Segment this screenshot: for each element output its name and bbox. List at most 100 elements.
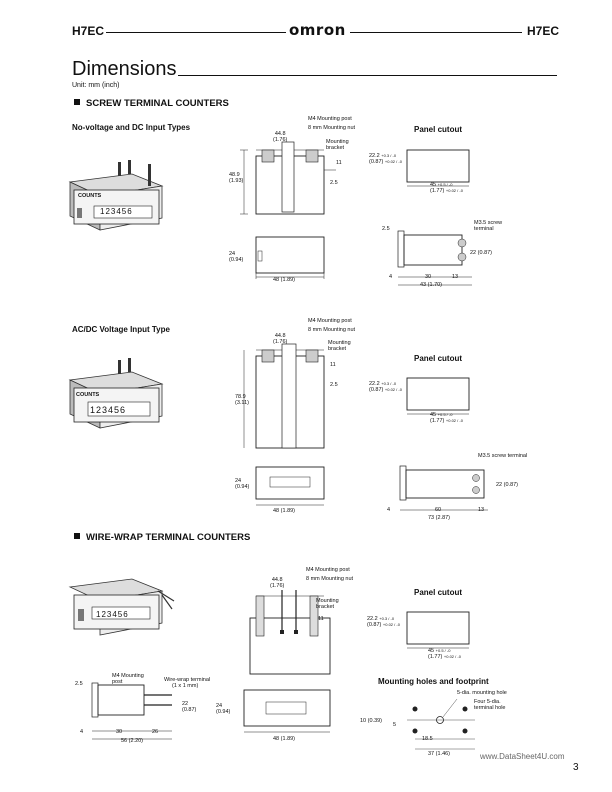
nut-label-1: 8 mm Mounting nut <box>308 125 356 131</box>
panel-cutout-drawing-1 <box>406 149 470 187</box>
screw-label-2: M3.5 screw terminal <box>478 453 528 459</box>
bracket-label-3: Mounting bracket <box>316 598 339 611</box>
width-dim-2: 44.8(1.76) <box>273 333 288 346</box>
bullet-icon <box>74 99 80 105</box>
watermark: www.DataSheet4U.com <box>480 752 565 761</box>
side-22-dim-1: 22 (0.87) <box>470 250 493 256</box>
front-height-dim-1: 24(0.94) <box>229 251 244 264</box>
side-56-dim-3: 56 (2.20) <box>121 738 144 744</box>
post-label-1: M4 Mounting post <box>308 116 352 122</box>
cutout-width-dim-1: 45 +0.5 / -0(1.77) +0.02 / -0 <box>430 182 463 195</box>
d25-dim-1: 2.5 <box>330 180 338 186</box>
device-display-3: 123456 <box>96 610 129 619</box>
screw-label-1: M3.5 screw terminal <box>474 220 503 233</box>
post-label-2: M4 Mounting post <box>308 318 352 324</box>
panel-cutout-drawing-2 <box>406 377 470 415</box>
cutout-height-dim-1: 22.2 +0.3 / -0(0.87) +0.02 / -0 <box>369 153 402 166</box>
omron-logo: omron <box>289 21 346 39</box>
top-view-drawing-1 <box>240 141 336 215</box>
height-dim-2: 78.9(3.11) <box>235 394 249 407</box>
header-rule-right <box>350 32 522 33</box>
d25-dim-2: 2.5 <box>330 382 338 388</box>
front-height-dim-2: 24(0.94) <box>235 478 250 491</box>
d11-dim-1: 11 <box>336 160 342 166</box>
front-view-drawing-2 <box>255 466 325 506</box>
panel-cutout-title-1: Panel cutout <box>414 125 463 134</box>
mounting-holes-title: Mounting holes and footprint <box>378 677 489 686</box>
side-view-drawing-2 <box>399 465 488 511</box>
header-rule-left <box>106 32 286 33</box>
width-dim-1: 44.8(1.76) <box>273 131 288 144</box>
page-number: 3 <box>573 762 579 773</box>
side-view-drawing-1 <box>397 230 472 286</box>
d11-dim-3: 11 <box>318 616 324 622</box>
side-30-dim-1: 30 <box>425 274 432 280</box>
nut-label-3: 8 mm Mounting nut <box>306 576 354 582</box>
side-4-dim-3: 4 <box>80 729 84 735</box>
section-heading-screw: SCREW TERMINAL COUNTERS <box>74 98 229 109</box>
side-view-drawing-3 <box>91 682 172 740</box>
side-30-dim-3: 30 <box>116 729 123 735</box>
device-photo-2 <box>68 358 164 429</box>
device-display-1: 123456 <box>100 207 133 216</box>
device-photo-1 <box>68 160 164 231</box>
panel-cutout-title-2: Panel cutout <box>414 354 463 363</box>
side-73-dim-2: 73 (2.87) <box>428 515 451 521</box>
bracket-label-2: Mounting bracket <box>328 340 351 353</box>
wire-wrap-label: Wire-wrap terminal(1 x 1 mm) <box>164 677 211 690</box>
mount-37-dim: 37 (1.46) <box>428 751 451 757</box>
device-photo-3 <box>68 578 175 636</box>
section-heading-text: SCREW TERMINAL COUNTERS <box>86 98 229 109</box>
mount-5-dim: 5 <box>393 722 397 728</box>
hole-5-label: 5-dia. mounting hole <box>457 690 507 696</box>
front-height-dim-3: 24(0.94) <box>216 703 231 716</box>
side-60-dim-2: 60 <box>435 507 442 513</box>
device-display-2: 123456 <box>90 405 127 415</box>
side-25-dim-3: 2.5 <box>75 681 83 687</box>
bullet-icon <box>74 533 80 539</box>
title-rule <box>178 75 557 76</box>
side-22-dim-3: 22(0.87) <box>182 701 197 714</box>
front-width-dim-3: 48 (1.89) <box>273 736 296 742</box>
mount-10-dim: 10 (0.39) <box>360 718 383 724</box>
subtitle-no-voltage: No-voltage and DC Input Types <box>72 123 191 132</box>
side-26-dim-3: 26 <box>152 729 159 735</box>
cutout-width-dim-3: 45 +0.5 / -0(1.77) +0.02 / -0 <box>428 648 461 661</box>
post-label-3: M4 Mounting post <box>306 567 350 573</box>
section-heading-text: WIRE-WRAP TERMINAL COUNTERS <box>86 532 251 543</box>
header-right: H7EC <box>527 24 560 38</box>
top-view-drawing-3 <box>249 590 331 675</box>
mount-185-dim: 18.5 <box>422 736 433 742</box>
front-width-dim-1: 48 (1.89) <box>273 277 296 283</box>
side-13-dim-1: 13 <box>452 274 459 280</box>
bracket-label-1: Mounting bracket <box>326 139 349 152</box>
side-4-dim-2: 4 <box>387 507 391 513</box>
side-22-dim-2: 22 (0.87) <box>496 482 519 488</box>
device-label-1: COUNTS <box>78 193 102 199</box>
front-view-drawing-1 <box>255 236 325 279</box>
mounting-holes-drawing <box>407 698 475 750</box>
subtitle-acdc: AC/DC Voltage Input Type <box>72 325 170 334</box>
page-title: Dimensions <box>72 58 177 80</box>
height-dim-1: 48.9(1.93) <box>229 172 244 185</box>
unit-note: Unit: mm (inch) <box>72 82 120 89</box>
device-label-2: COUNTS <box>76 392 100 398</box>
side-43-dim-1: 43 (1.70) <box>420 282 443 288</box>
side-post-label-3: M4 Mounting post <box>112 673 144 686</box>
hole-4-label: Four 5-dia. terminal hole <box>474 699 506 712</box>
panel-cutout-title-3: Panel cutout <box>414 588 463 597</box>
cutout-width-dim-2: 45 +0.5 / -0(1.77) +0.02 / -0 <box>430 412 463 425</box>
width-dim-3: 44.8(1.76) <box>270 577 285 590</box>
cutout-height-dim-2: 22.2 +0.3 / -0(0.87) +0.02 / -0 <box>369 381 402 394</box>
side-4-dim-1: 4 <box>389 274 393 280</box>
section-heading-wire-wrap: WIRE-WRAP TERMINAL COUNTERS <box>74 532 250 543</box>
side-25-dim-1: 2.5 <box>382 226 390 232</box>
cutout-height-dim-3: 22.2 +0.3 / -0(0.87) +0.02 / -0 <box>367 616 400 629</box>
header-left: H7EC <box>72 24 105 38</box>
d11-dim-2: 11 <box>330 362 336 368</box>
top-view-drawing-2 <box>243 343 325 449</box>
front-width-dim-2: 48 (1.89) <box>273 508 296 514</box>
side-13-dim-2: 13 <box>478 507 485 513</box>
nut-label-2: 8 mm Mounting nut <box>308 327 356 333</box>
front-view-drawing-3 <box>243 689 331 733</box>
